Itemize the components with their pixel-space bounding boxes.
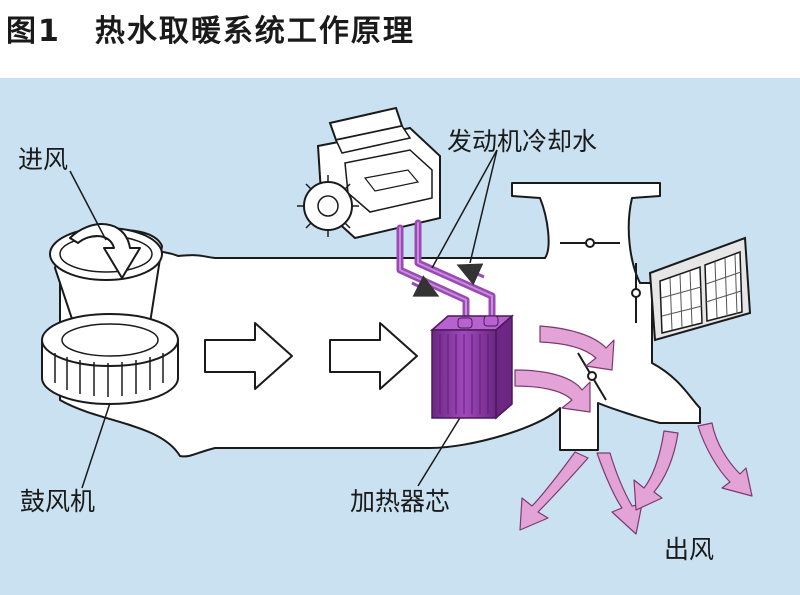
intake-arrow [69,223,141,279]
flow-arrow-2 [329,322,418,390]
figure-number: 图1 [6,14,61,49]
figure-title: 图1 热水取暖系统工作原理 [6,6,415,50]
blower-fan [41,313,179,405]
dampers [560,238,641,401]
figure-title-text: 热水取暖系统工作原理 [94,14,415,49]
warm-air-arrows [514,325,753,535]
flow-arrow-1 [204,322,293,390]
label-heater-core: 加热器芯 [350,487,451,516]
heater-core [430,314,514,420]
flow-direction-arrow-down [411,275,440,297]
flow-direction-arrow-up [456,263,485,286]
engine [297,106,441,240]
label-blower: 鼓风机 [20,487,96,516]
diagram-panel: 进风 发动机冷却水 鼓风机 加热器芯 出风 [0,78,800,595]
label-air-outlet: 出风 [664,535,715,564]
vent-grille [648,236,752,342]
label-air-intake: 进风 [18,145,69,174]
leader-lines [69,149,498,489]
heating-system-diagram [41,106,753,535]
label-engine-coolant: 发动机冷却水 [447,127,598,156]
